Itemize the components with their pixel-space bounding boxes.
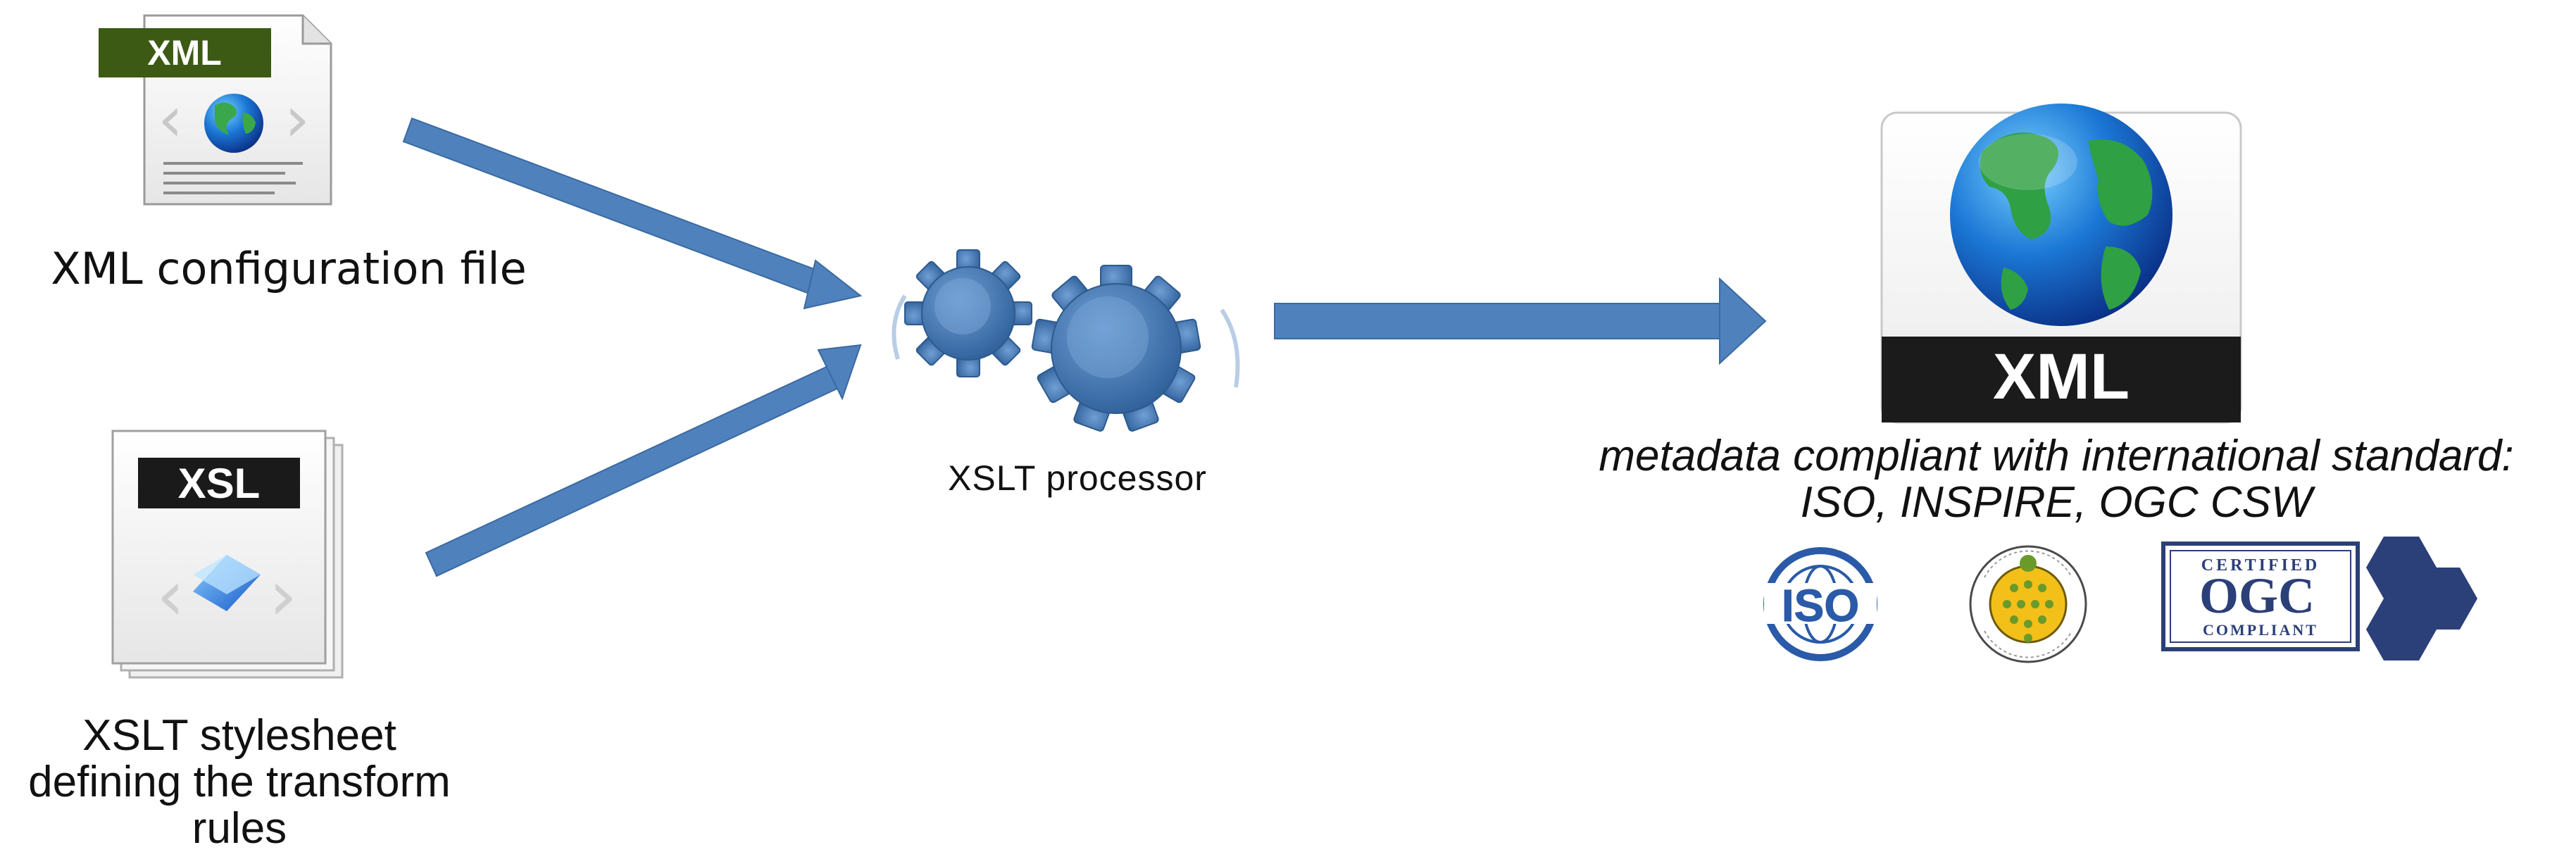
xml-badge-text: XML bbox=[147, 33, 222, 73]
svg-text:›: › bbox=[285, 82, 310, 156]
iso-logo: ISO bbox=[1763, 547, 1877, 661]
ogc-compliant-text: COMPLIANT bbox=[2203, 621, 2318, 639]
arrow-xml-to-processor bbox=[402, 117, 863, 310]
xml-globe-icon: XML bbox=[1880, 104, 2242, 424]
xsl-badge-text: XSL bbox=[178, 460, 261, 507]
ogc-main-text: OGC bbox=[2199, 568, 2315, 624]
ogc-logo: CERTIFIED OGC COMPLIANT bbox=[2161, 537, 2477, 660]
gears-icon bbox=[892, 249, 1240, 432]
iso-logo-text: ISO bbox=[1782, 580, 1859, 631]
xslt-processor-label: XSLT processor bbox=[948, 458, 1207, 498]
svg-text:›: › bbox=[269, 554, 297, 637]
output-label-line2: ISO, INSPIRE, OGC CSW bbox=[1800, 478, 2313, 527]
output-label-line1: metadata compliant with international st… bbox=[1599, 432, 2514, 480]
output-badge-text: XML bbox=[1993, 341, 2130, 413]
inspire-logo bbox=[1969, 545, 2087, 663]
svg-text:‹: ‹ bbox=[156, 554, 185, 637]
ogc-certified-text: CERTIFIED bbox=[2201, 556, 2320, 575]
xml-config-file-label: XML configuration file bbox=[51, 243, 527, 294]
svg-text:‹: ‹ bbox=[158, 82, 183, 156]
output-metadata-label: metadata compliant with international st… bbox=[1535, 433, 2576, 526]
xml-file-icon: XML ‹ › bbox=[99, 14, 332, 206]
xslt-stylesheet-label: XSLT stylesheet defining the transform r… bbox=[28, 711, 451, 853]
xsl-file-icon: XSL ‹ › bbox=[111, 430, 344, 679]
arrow-processor-to-output bbox=[1274, 277, 1767, 365]
arrow-xsl-to-processor bbox=[425, 344, 862, 577]
